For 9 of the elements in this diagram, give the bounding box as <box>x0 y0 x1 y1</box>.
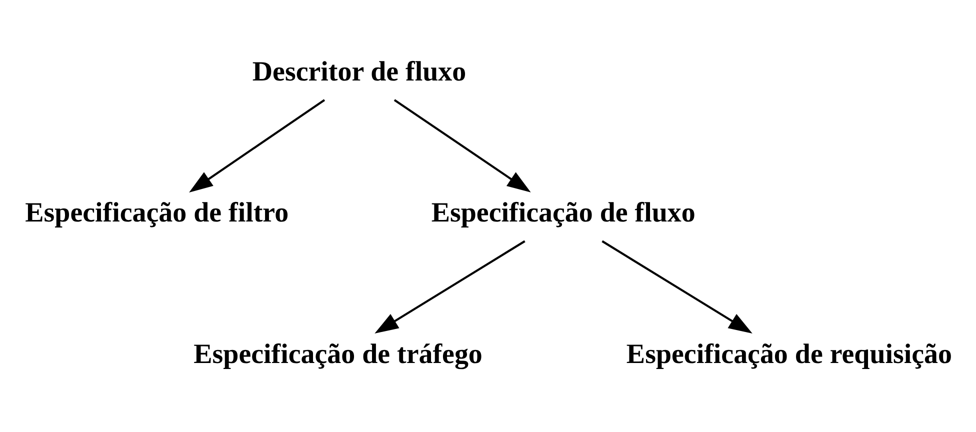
node-text: Especificação de fluxo <box>431 198 696 229</box>
node-text: Especificação de tráfego <box>194 338 482 370</box>
arrow <box>374 240 526 334</box>
node-text: Especificação de requisição <box>626 338 952 370</box>
node-text: Descritor de fluxo <box>252 56 466 88</box>
arrow <box>394 99 531 192</box>
arrow <box>602 240 752 334</box>
arrow <box>189 99 326 192</box>
node-text: Especificação de filtro <box>25 198 289 229</box>
